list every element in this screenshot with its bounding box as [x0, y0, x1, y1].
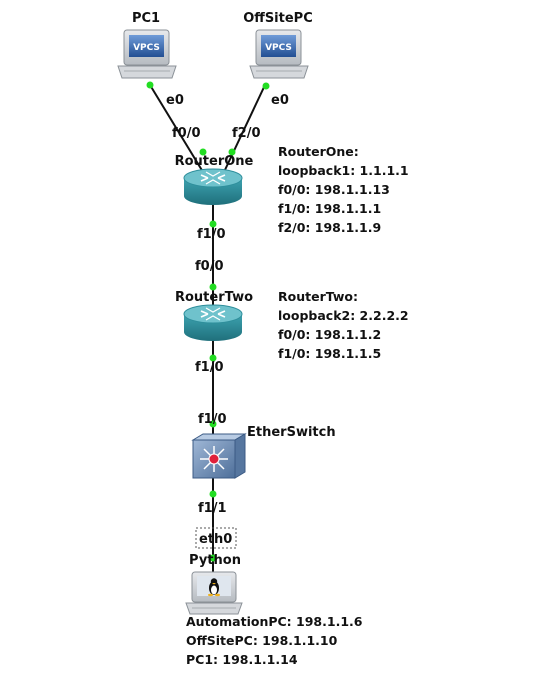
port-label-r1-f1-0: f1/0 — [197, 227, 226, 242]
note-line: OffSitePC: 198.1.1.10 — [186, 633, 338, 648]
port-label-sw-f1-1: f1/1 — [198, 501, 227, 516]
vpcs-badge: VPCS — [265, 43, 292, 53]
port-label-r2-f0-0: f0/0 — [195, 259, 224, 274]
routerone-label: RouterOne — [175, 154, 254, 169]
note-line: loopback2: 2.2.2.2 — [278, 308, 409, 323]
etherswitch-label: EtherSwitch — [247, 425, 336, 440]
switch-icon — [191, 433, 247, 479]
port-labels: e0 e0 f0/0 f2/0 f1/0 f0/0 f1/0 f1/0 f1/1… — [166, 93, 289, 549]
tux-icon — [208, 578, 220, 597]
port-dot-sw-f1-0 — [209, 420, 217, 428]
note-line: AutomationPC: 198.1.1.6 — [186, 614, 363, 629]
port-dot-pc1-e0 — [146, 81, 154, 89]
router-icon — [183, 304, 243, 341]
routertwo-node[interactable]: RouterTwo — [175, 290, 253, 341]
note-line: f1/0: 198.1.1.5 — [278, 346, 381, 361]
note-line: loopback1: 1.1.1.1 — [278, 163, 409, 178]
port-dot-r1-f1-0 — [209, 220, 217, 228]
note-python[interactable]: AutomationPC: 198.1.1.6 OffSitePC: 198.1… — [186, 614, 363, 667]
note-line: RouterOne: — [278, 144, 359, 159]
port-label-offsite-e0: e0 — [271, 93, 289, 108]
port-dot-r2-f0-0 — [209, 283, 217, 291]
port-dot-r1-f0-0 — [199, 148, 207, 156]
port-dot-offsite-e0 — [262, 82, 270, 90]
link-pc1-routerone[interactable] — [149, 84, 204, 173]
note-line: f0/0: 198.1.1.2 — [278, 327, 381, 342]
python-node[interactable]: Python — [185, 553, 243, 615]
monitor-icon: VPCS — [117, 29, 177, 79]
port-label-sw-f1-0: f1/0 — [198, 412, 227, 427]
port-label-r2-f1-0: f1/0 — [195, 360, 224, 375]
port-label-pc1-e0: e0 — [166, 93, 184, 108]
note-routerone[interactable]: RouterOne: loopback1: 1.1.1.1 f0/0: 198.… — [278, 144, 409, 235]
port-dots — [146, 81, 270, 562]
router-icon — [183, 168, 243, 205]
note-line: f2/0: 198.1.1.9 — [278, 220, 381, 235]
linux-monitor-icon — [185, 571, 243, 615]
monitor-icon: VPCS — [249, 29, 309, 79]
python-label: Python — [189, 553, 241, 568]
note-line: RouterTwo: — [278, 289, 358, 304]
eth0-selection-box — [195, 527, 237, 549]
port-dot-python-eth0 — [209, 554, 217, 562]
note-line: f1/0: 198.1.1.1 — [278, 201, 381, 216]
note-routertwo[interactable]: RouterTwo: loopback2: 2.2.2.2 f0/0: 198.… — [278, 289, 409, 361]
note-line: PC1: 198.1.1.14 — [186, 652, 298, 667]
port-label-r1-f0-0: f0/0 — [172, 126, 201, 141]
routerone-node[interactable]: RouterOne — [175, 154, 254, 205]
etherswitch-node[interactable]: EtherSwitch — [191, 425, 336, 479]
offsitepc-node[interactable]: VPCS OffSitePC — [243, 11, 313, 79]
note-line: f0/0: 198.1.1.13 — [278, 182, 390, 197]
link-offsitepc-routerone[interactable] — [223, 84, 266, 173]
port-label-r1-f2-0: f2/0 — [232, 126, 261, 141]
port-dot-sw-f1-1 — [209, 490, 217, 498]
port-label-python-eth0: eth0 — [199, 532, 232, 547]
offsitepc-label: OffSitePC — [243, 11, 313, 26]
port-dot-r1-f2-0 — [228, 148, 236, 156]
pc1-label: PC1 — [132, 11, 160, 26]
pc1-node[interactable]: VPCS PC1 — [117, 11, 177, 79]
vpcs-badge: VPCS — [133, 43, 160, 53]
port-dot-r2-f1-0 — [209, 354, 217, 362]
routertwo-label: RouterTwo — [175, 290, 253, 305]
